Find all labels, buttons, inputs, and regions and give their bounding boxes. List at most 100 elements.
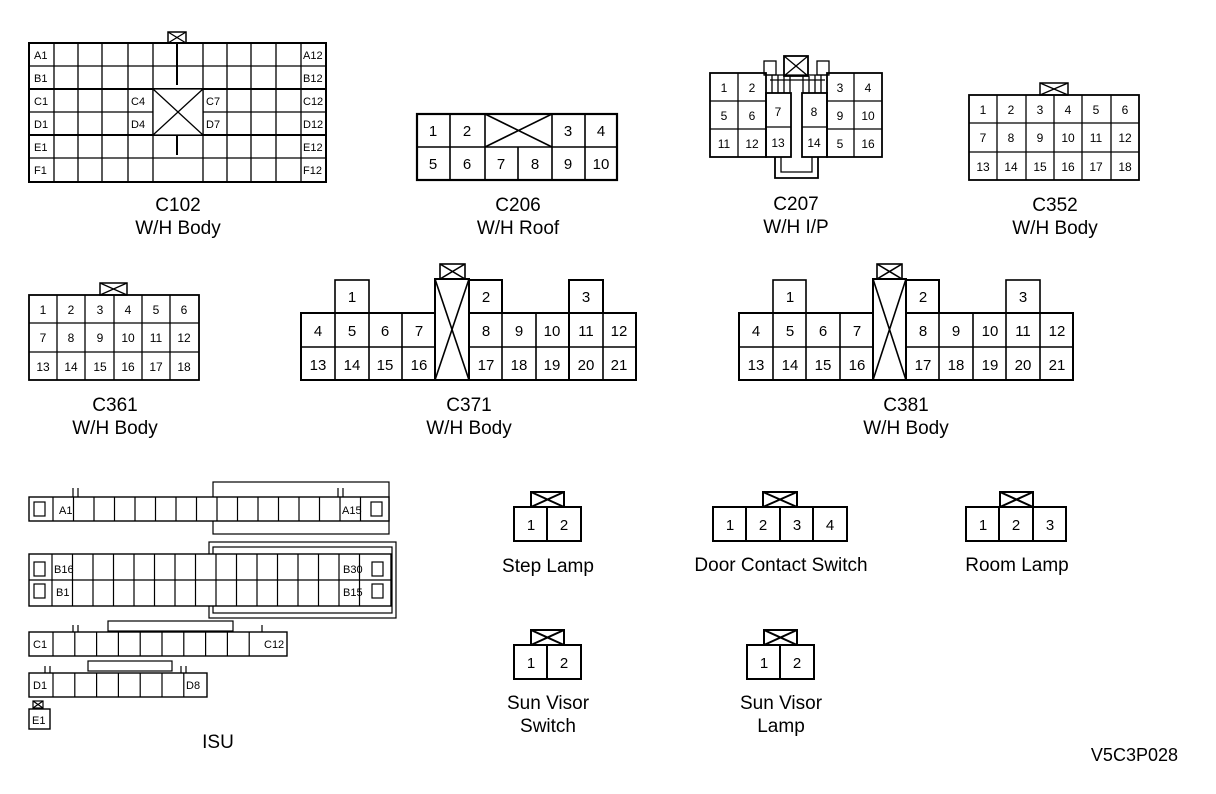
- c102-right-label: B12: [303, 73, 323, 85]
- c371-pin: 16: [411, 357, 428, 374]
- caption-sun-visor-switch: Sun Visor Switch: [507, 692, 589, 738]
- c102-right-label: F12: [303, 165, 322, 177]
- c361-pin: 6: [181, 303, 188, 317]
- c371-pin: 12: [611, 323, 628, 340]
- step-lamp-pin: 2: [560, 517, 568, 534]
- c371-pin: 15: [377, 357, 394, 374]
- door-contact-switch-pin: 1: [726, 517, 734, 534]
- connector-name: C207: [773, 194, 819, 215]
- isu-label: C12: [264, 639, 284, 651]
- connector-c381: 1 2 3 4 5 6 7 8 9 10 11 12 13 14 15 16 1…: [738, 263, 1074, 381]
- c371-pin: 17: [478, 357, 495, 374]
- c381-pin: 11: [1015, 323, 1031, 340]
- isu-label: D1: [33, 680, 47, 692]
- connector-isu: A1 A15 B16 B1 B30 B15 C1 C12 D1 D8 E1: [28, 481, 397, 730]
- c361-pin: 12: [177, 331, 191, 345]
- c352-pin: 5: [1093, 103, 1100, 117]
- isu-label: E1: [32, 715, 45, 727]
- drawing-id: V5C3P028: [1090, 745, 1178, 765]
- harness-name: W/H Roof: [476, 218, 560, 239]
- c381-pin: 2: [919, 289, 927, 306]
- component-name-line2: Lamp: [757, 716, 805, 737]
- c352-pin: 18: [1118, 160, 1132, 174]
- component-name-line1: Step Lamp: [502, 556, 594, 577]
- connector-name: C371: [446, 395, 492, 416]
- connector-name: C102: [155, 195, 201, 216]
- isu-label: B30: [343, 564, 363, 576]
- room-lamp-pin: 3: [1046, 517, 1054, 534]
- c102-inner-label: D4: [131, 119, 145, 131]
- c381-pin: 7: [853, 323, 861, 340]
- caption-c361: C361 W/H Body: [72, 394, 158, 440]
- c371-pin: 21: [611, 357, 628, 374]
- c207-pin: 5: [837, 137, 844, 151]
- isu-label: D8: [186, 680, 200, 692]
- c102-inner-label: C7: [206, 96, 220, 108]
- caption-c102: C102 W/H Body: [135, 194, 221, 240]
- isu-label: A15: [342, 505, 362, 517]
- c206-pin: 4: [597, 123, 605, 140]
- c207-pin: 16: [861, 137, 875, 151]
- c352-pin: 16: [1061, 160, 1075, 174]
- connector-sun-visor-lamp: 1 2: [746, 629, 815, 680]
- c371-pin: 9: [515, 323, 523, 340]
- c102-left-label: C1: [34, 96, 48, 108]
- door-contact-switch-pin: 4: [826, 517, 834, 534]
- step-lamp-pin: 1: [527, 517, 535, 534]
- c371-pin: 5: [348, 323, 356, 340]
- isu-label: C1: [33, 639, 47, 651]
- c361-pin: 8: [68, 331, 75, 345]
- c381-pin: 19: [982, 357, 999, 374]
- c102-right-label: C12: [303, 96, 323, 108]
- connector-name: C361: [92, 395, 138, 416]
- door-contact-switch-pin: 2: [759, 517, 767, 534]
- sun-visor-switch-pin: 1: [527, 655, 535, 672]
- c361-pin: 17: [149, 360, 163, 374]
- caption-room-lamp: Room Lamp: [965, 554, 1069, 577]
- c207-pin: 3: [837, 81, 844, 95]
- caption-step-lamp: Step Lamp: [502, 555, 594, 578]
- connector-c206: 1 2 3 4 5 6 7 8 9 10: [415, 112, 619, 182]
- c371-pin: 4: [314, 323, 322, 340]
- c381-pin: 14: [782, 357, 799, 374]
- c361-pin: 16: [121, 360, 135, 374]
- component-name-line1: Room Lamp: [965, 555, 1069, 576]
- c361-pin: 9: [97, 331, 104, 345]
- c371-pin: 8: [482, 323, 490, 340]
- c102-inner-label: C4: [131, 96, 145, 108]
- room-lamp-pin: 2: [1012, 517, 1020, 534]
- isu-label: B16: [54, 564, 74, 576]
- c102-left-label: A1: [34, 50, 47, 62]
- c381-pin: 17: [915, 357, 932, 374]
- c102-left-label: F1: [34, 165, 47, 177]
- c371-pin: 14: [344, 357, 361, 374]
- connector-name: C206: [495, 195, 541, 216]
- c207-pin: 9: [837, 109, 844, 123]
- c207-pin: 1: [721, 81, 728, 95]
- c352-pin: 6: [1122, 103, 1129, 117]
- connector-door-contact-switch: 1 2 3 4: [712, 491, 848, 542]
- c206-pin: 10: [593, 156, 610, 173]
- harness-name: W/H I/P: [763, 217, 829, 238]
- caption-sun-visor-lamp: Sun Visor Lamp: [740, 692, 822, 738]
- sun-visor-lamp-pin: 2: [793, 655, 801, 672]
- c207-pin: 8: [811, 105, 818, 119]
- c361-pin: 1: [40, 303, 47, 317]
- component-name-line1: Door Contact Switch: [694, 555, 868, 576]
- c352-pin: 4: [1065, 103, 1072, 117]
- c206-pin: 6: [463, 156, 471, 173]
- sun-visor-switch-pin: 2: [560, 655, 568, 672]
- caption-isu: ISU: [202, 731, 234, 754]
- c361-pin: 3: [97, 303, 104, 317]
- c352-pin: 1: [980, 103, 987, 117]
- c381-pin: 9: [952, 323, 960, 340]
- c206-pin: 1: [429, 123, 437, 140]
- c102-left-label: D1: [34, 119, 48, 131]
- c352-pin: 9: [1037, 131, 1044, 145]
- c381-pin: 12: [1049, 323, 1066, 340]
- sun-visor-lamp-pin: 1: [760, 655, 768, 672]
- component-name-line2: Switch: [520, 716, 576, 737]
- c102-left-label: E1: [34, 142, 47, 154]
- connector-sun-visor-switch: 1 2: [513, 629, 582, 680]
- c352-pin: 10: [1061, 131, 1075, 145]
